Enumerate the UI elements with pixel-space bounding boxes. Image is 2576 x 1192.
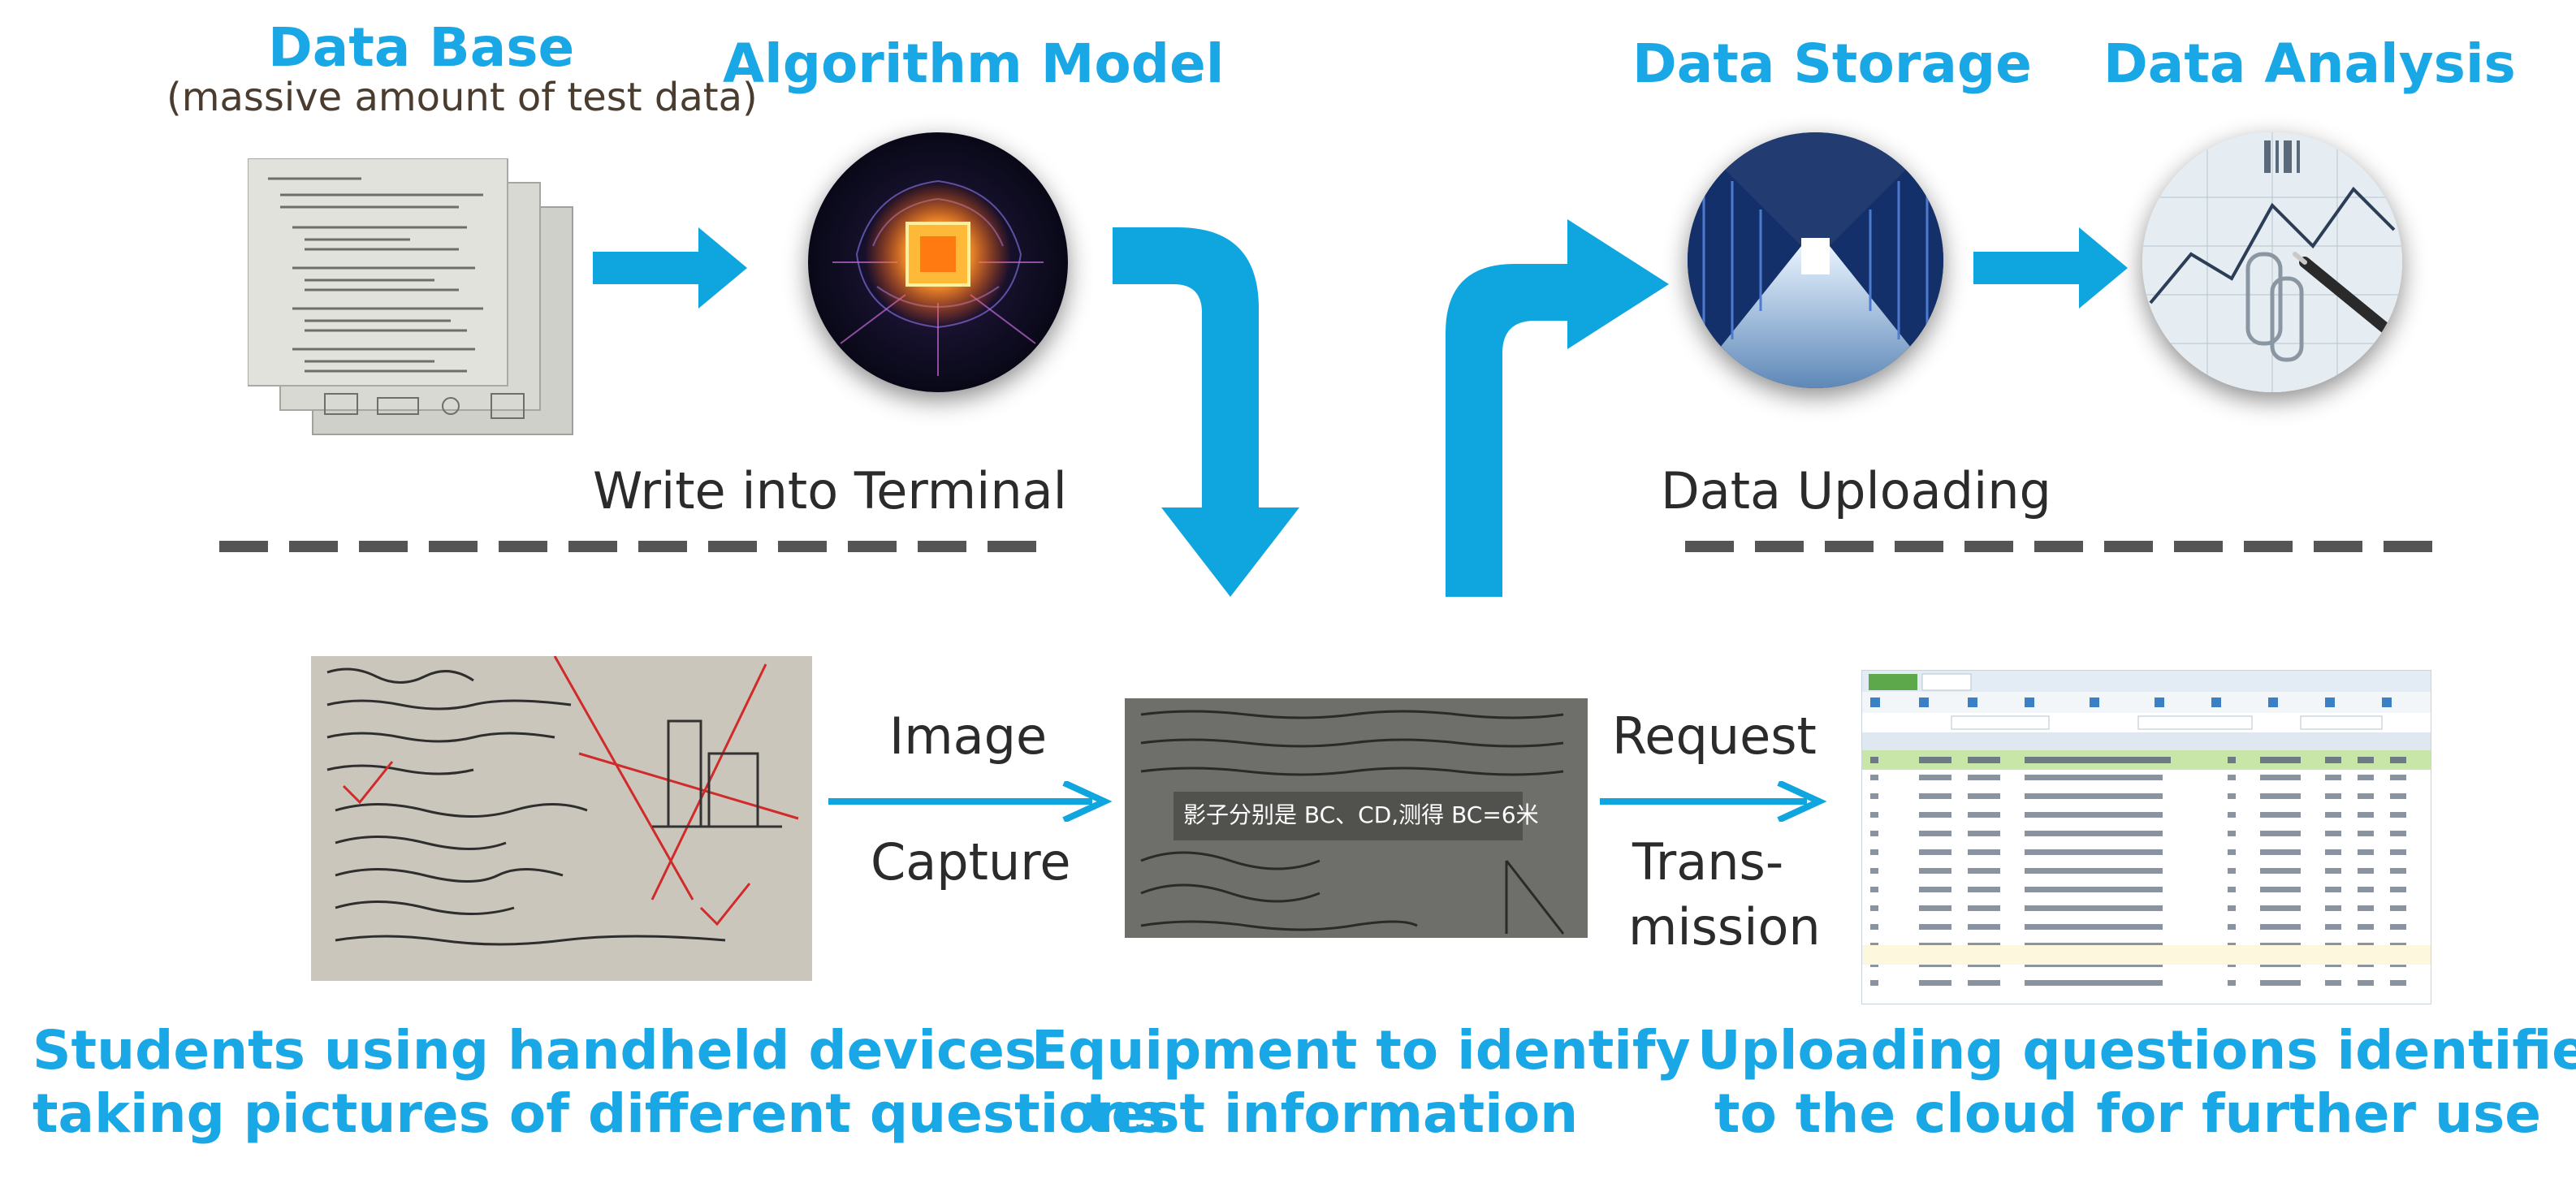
write-into-terminal-label: Write into Terminal [593,461,1067,520]
equipment-photo: 影子分别是 BC、CD,测得 BC=6米 [1125,698,1588,938]
dashed-divider-right [1685,541,2440,552]
data-base-subtitle: (massive amount of test data) [166,75,758,120]
chart-analysis-icon [2142,132,2402,392]
data-uploading-label: Data Uploading [1661,461,2051,520]
cloud-table-screenshot [1861,670,2431,1004]
arrow-database-to-model [593,227,755,309]
dashed-divider-left [219,541,1048,552]
data-base-title: Data Base [268,16,575,79]
recognized-text-overlay: 影子分别是 BC、CD,测得 BC=6米 [1183,801,1539,828]
algorithm-model-title: Algorithm Model [723,32,1225,95]
caption-students-line1: Students using handheld devices [32,1019,1037,1082]
server-room-icon [1688,132,1943,388]
caption-uploading-line2: to the cloud for further use [1714,1082,2542,1145]
arrow-storage-to-analysis [1973,227,2136,309]
student-photo [311,656,812,981]
image-label: Image [889,706,1048,766]
arrow-model-to-equipment [1113,227,1307,601]
caption-equipment: Equipment to identify test information [1031,1019,1691,1146]
ai-brain-chip-icon [808,132,1068,392]
mission-label: mission [1628,897,1821,957]
caption-students-line2: taking pictures of different questions [32,1082,1165,1145]
data-analysis-title: Data Analysis [2103,32,2516,95]
arrow-transmission [1600,781,1835,822]
caption-uploading-line1: Uploading questions identified [1697,1019,2576,1082]
capture-label: Capture [871,832,1071,892]
data-storage-title: Data Storage [1632,32,2032,95]
caption-equipment-line2: test information [1085,1082,1579,1145]
trans-label: Trans- [1632,832,1784,892]
arrow-capture [828,781,1121,822]
paper-stack-icon [248,158,581,438]
arrow-equipment-to-storage [1446,207,1689,597]
caption-students: Students using handheld devices taking p… [32,1019,1165,1146]
caption-uploading: Uploading questions identified to the cl… [1697,1019,2576,1146]
request-label: Request [1612,706,1817,766]
caption-equipment-line1: Equipment to identify [1031,1019,1691,1082]
